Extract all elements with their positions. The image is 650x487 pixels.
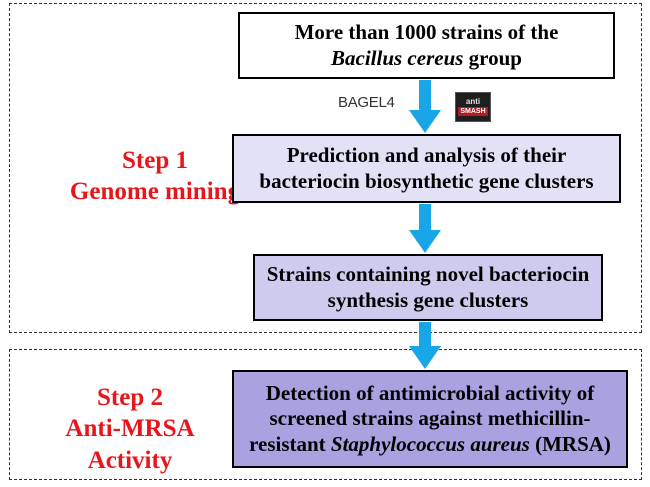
strains-box: More than 1000 strains of the Bacillus c… <box>238 12 615 79</box>
novel-line2: synthesis gene clusters <box>327 287 529 312</box>
antismash-top-label: anti <box>465 97 481 106</box>
novel-line1: Strains containing novel bacteriocin <box>266 261 590 286</box>
detection-line2: screened strains against methicillin- <box>269 406 591 431</box>
detection-line3: resistant Staphylococcus aureus (MRSA) <box>249 432 611 458</box>
strains-line1: More than 1000 strains of the <box>294 19 559 44</box>
strains-line2: Bacillus cereus group <box>331 46 522 72</box>
step2-title: Step 2 <box>97 384 163 411</box>
bagel4-logo: BAGEL4 <box>338 94 395 111</box>
step1-panel <box>9 3 642 333</box>
step1-label: Step 1 Genome mining <box>40 145 270 208</box>
arrow-novel-to-detection <box>409 322 441 369</box>
bagel4-label: BAGEL4 <box>338 94 395 111</box>
detection-species: Staphylococcus aureus <box>330 431 530 456</box>
strains-species: Bacillus cereus <box>331 45 464 70</box>
step2-subtitle-line1: Anti-MRSA <box>65 415 195 443</box>
step2-panel <box>9 349 642 480</box>
novel-strains-box: Strains containing novel bacteriocin syn… <box>253 254 603 321</box>
step2-label: Step 2 Anti-MRSA Activity <box>30 382 230 476</box>
strains-group: group <box>463 45 522 70</box>
prediction-line1: Prediction and analysis of their <box>286 142 567 167</box>
detection-line1: Detection of antimicrobial activity of <box>265 380 595 405</box>
prediction-box: Prediction and analysis of their bacteri… <box>232 134 621 203</box>
step1-title: Step 1 <box>122 147 188 174</box>
arrow-prediction-to-novel <box>409 204 441 253</box>
antismash-logo: anti SMASH <box>455 92 491 122</box>
detection-box: Detection of antimicrobial activity of s… <box>232 370 628 468</box>
arrow-strains-to-prediction <box>409 80 441 133</box>
prediction-line2: bacteriocin biosynthetic gene clusters <box>259 168 594 193</box>
antismash-bottom-label: SMASH <box>458 107 488 116</box>
detection-resistant: resistant <box>249 431 331 456</box>
detection-mrsa: (MRSA) <box>529 431 611 456</box>
step2-subtitle-line2: Activity <box>87 446 173 474</box>
step1-subtitle: Genome mining <box>69 178 241 206</box>
